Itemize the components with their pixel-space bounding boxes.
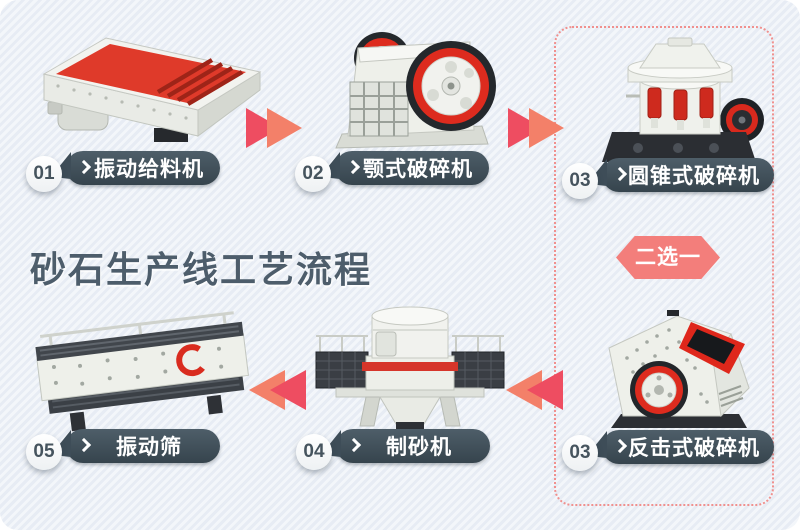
step-label-vibrating-screen[interactable]: 振动筛 xyxy=(66,429,220,463)
chevron-right-icon xyxy=(345,159,361,175)
flow-arrow-left-1 xyxy=(506,370,563,410)
vibrating-screen-image xyxy=(35,311,250,432)
step-label-sand-making-machine[interactable]: 制砂机 xyxy=(336,429,490,463)
vibrating-feeder-image xyxy=(42,37,262,142)
option-group-border xyxy=(554,26,774,506)
step-label-vibrating-feeder[interactable]: 振动给料机 xyxy=(66,151,220,185)
step-label-cone-crusher[interactable]: 圆锥式破碎机 xyxy=(602,158,774,192)
step-number: 04 xyxy=(296,434,332,470)
flow-arrow-right-2 xyxy=(508,108,564,148)
step-label-text: 振动给料机 xyxy=(94,158,204,181)
step-number: 01 xyxy=(26,156,62,192)
chevron-right-icon xyxy=(612,166,628,182)
chevron-right-icon xyxy=(346,437,362,453)
step-label-impact-crusher[interactable]: 反击式破碎机 xyxy=(602,430,774,464)
step-label-text: 反击式破碎机 xyxy=(628,437,760,460)
option-badge: 二选一 xyxy=(616,236,720,279)
flow-arrow-left-2 xyxy=(249,370,306,410)
step-number: 03 xyxy=(562,163,598,199)
step-label-text: 振动筛 xyxy=(116,436,182,459)
chevron-right-icon xyxy=(76,159,92,175)
chevron-right-icon xyxy=(76,437,92,453)
step-label-jaw-crusher[interactable]: 颚式破碎机 xyxy=(335,151,489,185)
step-number: 02 xyxy=(295,156,331,192)
sand-making-machine-image xyxy=(315,306,505,430)
step-number: 03 xyxy=(562,435,598,471)
jaw-crusher-image xyxy=(335,32,496,149)
flow-arrow-right-1 xyxy=(246,108,302,148)
page-title: 砂石生产线工艺流程 xyxy=(30,249,373,290)
chevron-right-icon xyxy=(612,438,628,454)
step-label-text: 制砂机 xyxy=(386,436,452,459)
step-label-text: 圆锥式破碎机 xyxy=(628,165,760,188)
impact-crusher-image xyxy=(608,310,750,428)
step-number: 05 xyxy=(26,434,62,470)
step-label-text: 颚式破碎机 xyxy=(363,158,473,181)
cone-crusher-image xyxy=(602,37,764,162)
